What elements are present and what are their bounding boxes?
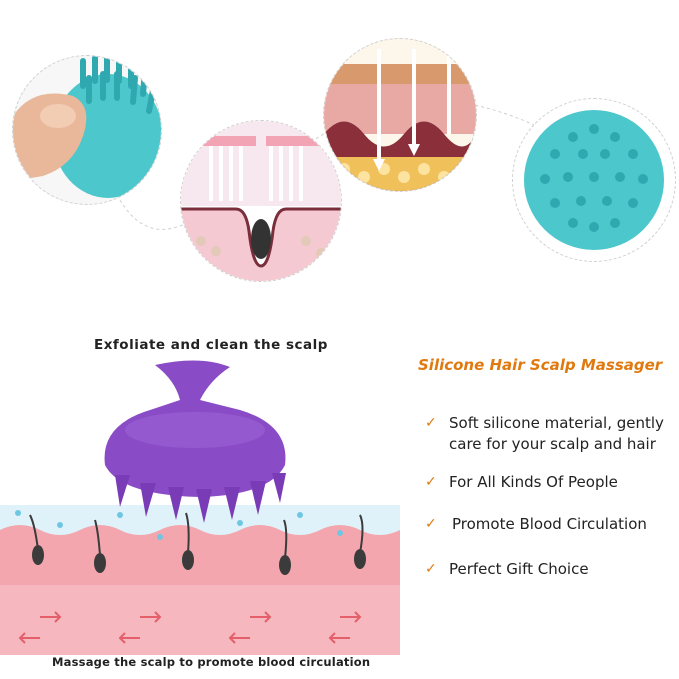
check-icon: ✓	[425, 474, 437, 490]
brush-bristles-image	[512, 98, 676, 262]
finger-brush-image	[12, 55, 162, 205]
pore-cleaning-image	[180, 120, 342, 282]
feature-text: Promote Blood Circulation	[452, 515, 647, 533]
feature-text: care for your scalp and hair	[449, 435, 656, 453]
feature-text: For All Kinds Of People	[449, 473, 618, 491]
feature-text: Soft silicone material, gently	[449, 414, 664, 432]
product-title: Silicone Hair Scalp Massager	[418, 356, 663, 374]
massage-caption: Massage the scalp to promote blood circu…	[52, 655, 371, 669]
check-icon: ✓	[425, 561, 437, 577]
check-icon: ✓	[425, 415, 437, 431]
check-icon: ✓	[425, 516, 437, 532]
feature-text: Perfect Gift Choice	[449, 560, 589, 578]
skin-layers-image	[323, 38, 477, 192]
exfoliate-caption: Exfoliate and clean the scalp	[94, 337, 328, 353]
scalp-massager-illustration	[0, 360, 400, 655]
